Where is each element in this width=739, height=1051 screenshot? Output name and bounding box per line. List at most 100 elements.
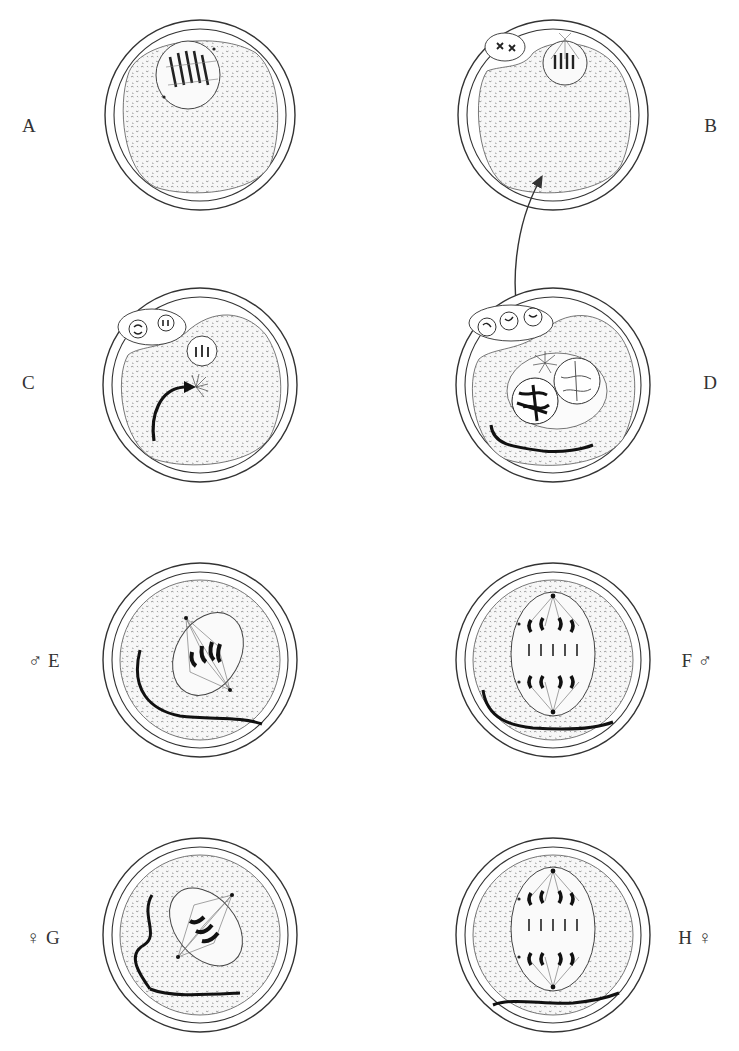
egg-cell-part <box>187 336 217 366</box>
egg-cell-part <box>465 297 641 473</box>
egg-cell <box>456 288 650 482</box>
egg-cell-part <box>465 572 641 748</box>
figure-letter: ♂ <box>28 651 42 670</box>
egg-cell-part <box>137 650 262 724</box>
egg-cell-part <box>458 20 648 210</box>
egg-cell-part <box>135 895 152 989</box>
egg-cell-part <box>551 594 556 599</box>
egg-cell-part <box>212 47 215 50</box>
egg-cell-part <box>153 387 184 441</box>
egg-cell-part <box>170 51 208 87</box>
egg-cell <box>103 288 297 482</box>
egg-cell-part <box>467 29 639 201</box>
figure-letter: G <box>46 928 60 947</box>
egg-cell-part <box>112 847 288 1023</box>
egg-cell-part <box>551 869 556 874</box>
egg-cell-part <box>150 989 240 995</box>
egg-cell-part <box>555 53 573 69</box>
egg-cell-part <box>551 710 556 715</box>
egg-cell <box>458 20 648 210</box>
egg-cell-part <box>473 580 633 740</box>
egg-cell-part <box>228 688 232 692</box>
egg-cell-part <box>176 955 180 959</box>
egg-cell-part <box>529 676 573 688</box>
egg-cell <box>103 838 297 1032</box>
egg-cell-part <box>155 874 258 980</box>
egg-cell-part <box>192 374 208 397</box>
egg-cell-part <box>493 993 619 1005</box>
figure-letter: ♀ <box>698 928 712 947</box>
egg-cell <box>103 563 297 757</box>
egg-cell-part <box>512 378 558 424</box>
egg-cell-part <box>120 855 280 1015</box>
egg-cell-part <box>158 315 174 331</box>
egg-cell-part <box>456 838 650 1032</box>
egg-cell-part <box>163 320 168 326</box>
egg-cell-part <box>483 315 537 327</box>
egg-cell-part <box>456 288 650 482</box>
egg-cell-part <box>120 580 280 740</box>
egg-cell-part <box>517 680 520 683</box>
egg-cell-part <box>103 838 297 1032</box>
egg-cell-part <box>511 592 595 716</box>
egg-cell-part <box>485 33 525 61</box>
egg-cell-part <box>158 600 257 708</box>
egg-cell-part <box>103 563 297 757</box>
figure-letter: C <box>22 373 35 392</box>
egg-cell-part <box>184 381 196 393</box>
figure-letter: A <box>22 116 36 135</box>
egg-cell-part <box>533 351 557 373</box>
egg-cell-part <box>529 618 573 632</box>
egg-cell-part <box>517 385 549 421</box>
egg-cell-part <box>491 425 593 452</box>
egg-cell-part <box>196 345 208 357</box>
egg-cell-part <box>162 95 165 98</box>
egg-cell-part <box>230 893 234 897</box>
egg-cell-part <box>178 895 232 957</box>
egg-cell-part <box>105 20 295 210</box>
egg-cell-part <box>123 41 278 193</box>
egg-cell-part <box>527 596 579 712</box>
egg-cell-part <box>118 309 186 345</box>
egg-cell-part <box>561 361 591 401</box>
figure-letter: ♀ <box>26 928 40 947</box>
egg-cell-part <box>103 288 297 482</box>
egg-cell <box>456 838 650 1032</box>
egg-cell-part <box>129 320 147 338</box>
egg-cell-part <box>507 353 607 429</box>
egg-cell-part <box>517 897 520 900</box>
egg-cell-part <box>114 29 286 201</box>
egg-cell-part <box>469 305 553 341</box>
egg-cell-part <box>190 917 218 941</box>
egg-cell-part <box>529 644 577 656</box>
egg-cell-part <box>156 41 220 109</box>
egg-cell-part <box>517 622 520 625</box>
egg-cell-part <box>473 855 633 1015</box>
egg-cell-part <box>456 563 650 757</box>
egg-cell-part <box>166 61 218 85</box>
figure-letter: ♂ <box>698 651 712 670</box>
egg-cell-part <box>527 871 579 987</box>
egg-cell <box>105 20 295 210</box>
egg-cell-part <box>497 43 515 51</box>
figure-letter: E <box>48 651 60 670</box>
egg-cell-part <box>184 616 188 620</box>
egg-cell-part <box>478 43 630 193</box>
egg-cell-part <box>554 358 600 404</box>
egg-cell-part <box>551 33 579 59</box>
figure-letter: D <box>703 373 717 392</box>
egg-cell-part <box>134 325 142 334</box>
egg-cell-part <box>465 847 641 1023</box>
egg-cell-part <box>551 985 556 990</box>
egg-cell-part <box>517 955 520 958</box>
egg-cell-part <box>511 867 595 991</box>
figure-letter: F <box>681 651 692 670</box>
egg-cell-part <box>112 572 288 748</box>
egg-cell-part <box>483 690 613 729</box>
egg-cell-part <box>112 297 288 473</box>
egg-cell-part <box>192 642 221 666</box>
egg-cell-part <box>529 891 573 905</box>
figure-letter: H <box>678 928 692 947</box>
